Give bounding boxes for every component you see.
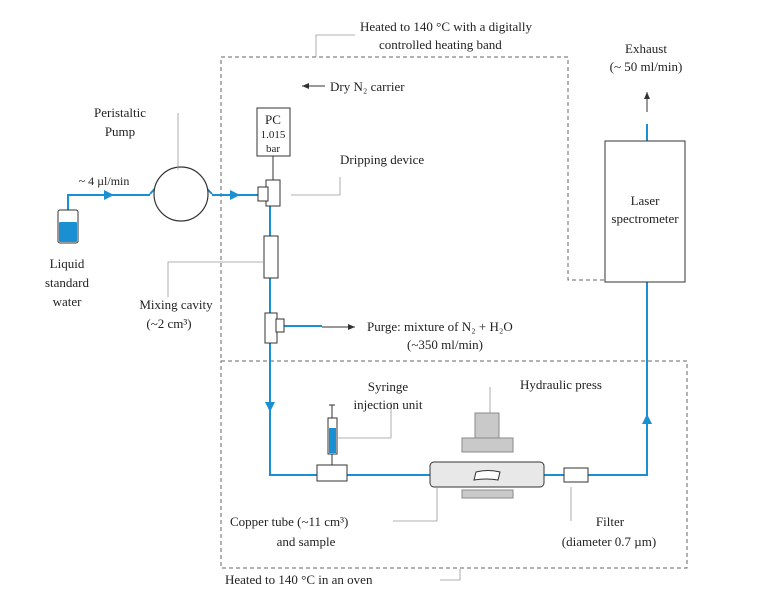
oven-zone — [220, 360, 688, 569]
hydraulic-press-label: Hydraulic press — [520, 377, 602, 392]
labels: Heated to 140 °C with a digitally contro… — [45, 19, 682, 587]
liquid-label-2: standard — [45, 275, 90, 290]
hydraulic-press — [461, 412, 514, 499]
heated-band-label-2: controlled heating band — [379, 37, 502, 52]
mixing-cavity-label-2: (~2 cm³) — [146, 316, 191, 331]
dripping-device — [257, 179, 281, 207]
filter — [563, 467, 589, 483]
syringe-label-2: injection unit — [354, 397, 423, 412]
peristaltic-label-1: Peristaltic — [94, 105, 146, 120]
laser-spectrometer — [604, 140, 686, 283]
water-beaker — [57, 209, 79, 244]
copper-tube-label-2: and sample — [277, 534, 336, 549]
exhaust-label-2: (~ 50 ml/min) — [610, 59, 683, 74]
pc-label-2: 1.015 — [261, 129, 286, 141]
flow-rate-label: ~ 4 µl/min — [79, 174, 130, 188]
peristaltic-pump — [153, 166, 209, 222]
filter-label-2: (diameter 0.7 µm) — [562, 534, 657, 549]
filter-label-1: Filter — [596, 514, 625, 529]
oven-label: Heated to 140 °C in an oven — [225, 572, 373, 587]
liquid-label-3: water — [53, 294, 83, 309]
heated-band-label-1: Heated to 140 °C with a digitally — [360, 19, 533, 34]
pressure-controller — [256, 107, 291, 182]
annotation-arrows — [302, 83, 650, 330]
copper-tube — [429, 461, 545, 488]
mixing-cavity — [263, 235, 279, 279]
syringe-injection-unit — [316, 404, 348, 482]
dripping-device-label: Dripping device — [340, 152, 424, 167]
pc-label-1: PC — [265, 112, 281, 127]
copper-tube-label-1: Copper tube (~11 cm³) — [230, 514, 348, 529]
mixing-cavity-label-1: Mixing cavity — [139, 297, 213, 312]
purge-label-1: Purge: mixture of N₂ + H₂O — [367, 319, 513, 334]
laser-label-2: spectrometer — [611, 211, 679, 226]
flow-tubing — [67, 124, 648, 476]
exhaust-label-1: Exhaust — [625, 41, 667, 56]
flow-arrows — [104, 190, 652, 424]
dry-n2-label: Dry N₂ carrier — [330, 79, 405, 94]
pc-label-3: bar — [266, 143, 280, 155]
laser-label-1: Laser — [631, 193, 661, 208]
leader-lines — [167, 34, 572, 581]
liquid-label-1: Liquid — [50, 256, 85, 271]
peristaltic-label-2: Pump — [105, 124, 135, 139]
heating-band-zone — [220, 56, 605, 358]
syringe-label-1: Syringe — [368, 379, 409, 394]
purge-tee — [264, 312, 285, 344]
purge-label-2: (~350 ml/min) — [407, 337, 483, 352]
